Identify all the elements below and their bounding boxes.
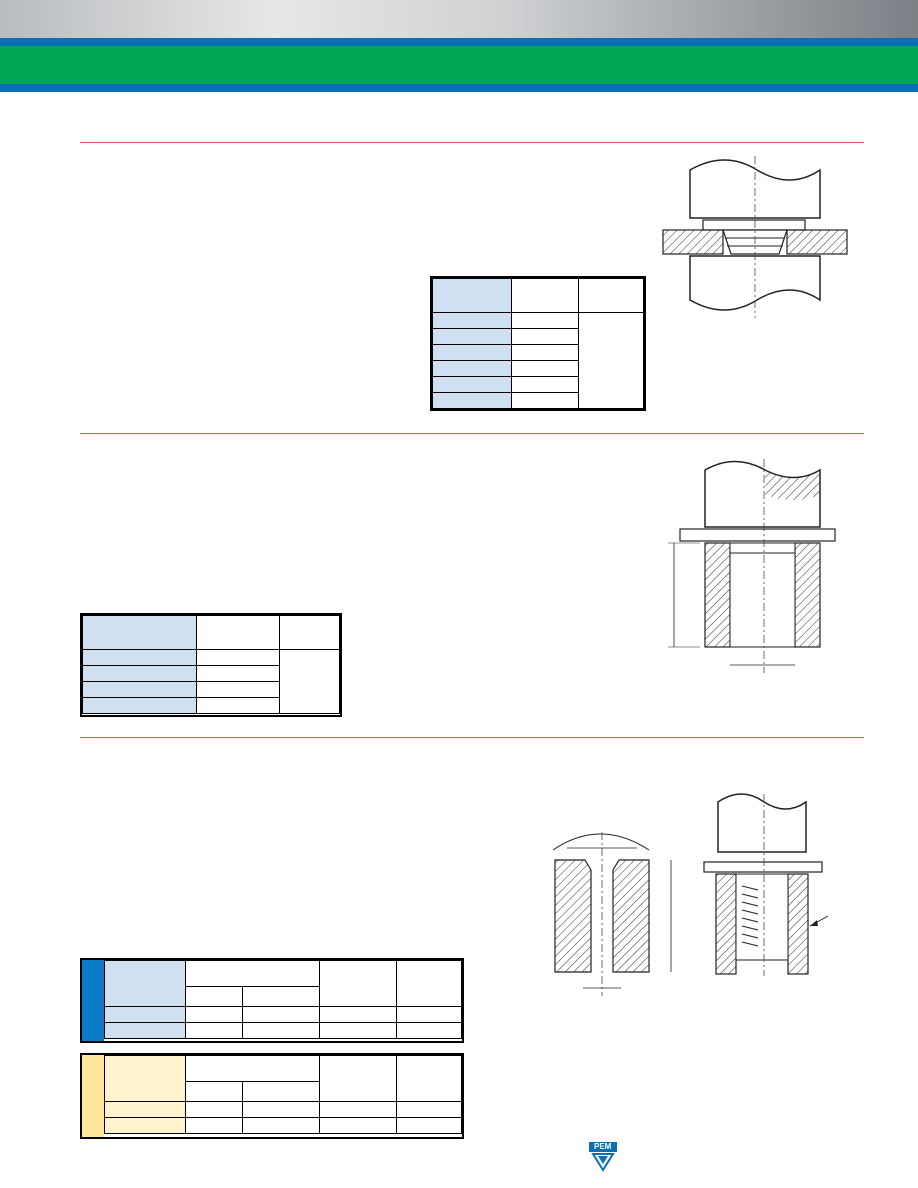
table4-cell — [319, 1101, 397, 1118]
header-metal-band — [0, 0, 918, 38]
countersunk-hole-drawing-icon — [552, 832, 672, 996]
table4-header-cell — [104, 1055, 186, 1102]
table1-header-cell — [578, 278, 644, 313]
table1-cell — [432, 344, 512, 361]
spec-table-3 — [80, 958, 464, 1043]
table2-header-cell — [82, 615, 197, 650]
press-into-hole-drawing-icon — [668, 459, 836, 673]
table1-merged-cell — [578, 312, 644, 409]
table4-header-cell — [185, 1054, 320, 1083]
table1-header-cell — [511, 278, 579, 313]
table4-cell — [242, 1117, 320, 1134]
table1-cell — [432, 360, 512, 377]
table1-cell — [432, 392, 512, 409]
table3-accent-bar — [82, 960, 104, 1041]
table4-cell — [104, 1101, 186, 1118]
header-blue-stripe-top — [0, 38, 918, 46]
table3-subheader-cell — [185, 986, 243, 1007]
spec-table-4 — [80, 1053, 464, 1139]
table1-cell — [432, 376, 512, 393]
section-divider-1 — [80, 142, 864, 143]
spec-table-2 — [80, 613, 342, 717]
table4-cell — [242, 1101, 320, 1118]
table1-cell — [511, 328, 579, 345]
table1-cell — [511, 392, 579, 409]
section-divider-2 — [80, 433, 864, 434]
table2-cell — [82, 697, 197, 714]
table3-header-cell — [104, 960, 186, 1007]
table1-cell — [511, 360, 579, 377]
spec-table-1 — [430, 276, 646, 411]
header-blue-stripe-bottom — [0, 84, 918, 92]
table2-cell — [82, 665, 197, 682]
table4-accent-bar — [82, 1055, 104, 1137]
table3-header-cell — [319, 960, 397, 1007]
table1-cell — [511, 376, 579, 393]
table4-cell — [185, 1117, 243, 1134]
table2-cell — [196, 649, 280, 666]
section-divider-3 — [80, 737, 864, 738]
table3-cell — [104, 1006, 186, 1023]
table2-cell — [196, 681, 280, 698]
table2-cell — [196, 665, 280, 682]
table2-cell — [196, 697, 280, 714]
table1-cell — [511, 344, 579, 361]
table4-cell — [185, 1101, 243, 1118]
table3-header-cell — [396, 960, 462, 1007]
table3-cell — [396, 1022, 462, 1039]
table4-header-cell — [396, 1055, 462, 1102]
table3-cell — [319, 1022, 397, 1039]
table1-header-cell — [432, 278, 512, 313]
table2-header-cell — [196, 615, 280, 650]
table2-merged-cell — [279, 649, 340, 714]
table2-cell — [82, 681, 197, 698]
table1-cell — [432, 312, 512, 329]
table4-cell — [104, 1117, 186, 1134]
table3-cell — [242, 1006, 320, 1023]
table2-cell — [82, 649, 197, 666]
pem-logo: PEM — [587, 1142, 619, 1172]
table3-cell — [319, 1006, 397, 1023]
table1-cell — [511, 312, 579, 329]
table4-subheader-cell — [185, 1081, 243, 1102]
table1-cell — [432, 328, 512, 345]
table4-header-cell — [319, 1055, 397, 1102]
header-green-band — [0, 46, 918, 84]
table4-cell — [319, 1117, 397, 1134]
pem-logo-text: PEM — [594, 1142, 612, 1151]
pem-logo-icon — [589, 1142, 617, 1172]
table3-cell — [185, 1006, 243, 1023]
table4-cell — [396, 1101, 462, 1118]
table3-subheader-cell — [242, 986, 320, 1007]
table3-cell — [242, 1022, 320, 1039]
table3-cell — [104, 1022, 186, 1039]
press-on-panel-drawing-icon — [662, 156, 848, 318]
table2-header-cell — [279, 615, 340, 650]
table3-cell — [396, 1006, 462, 1023]
table3-header-cell — [185, 959, 320, 988]
threaded-insert-drawing-icon — [703, 793, 829, 976]
table3-cell — [185, 1022, 243, 1039]
table4-subheader-cell — [242, 1081, 320, 1102]
table4-cell — [396, 1117, 462, 1134]
